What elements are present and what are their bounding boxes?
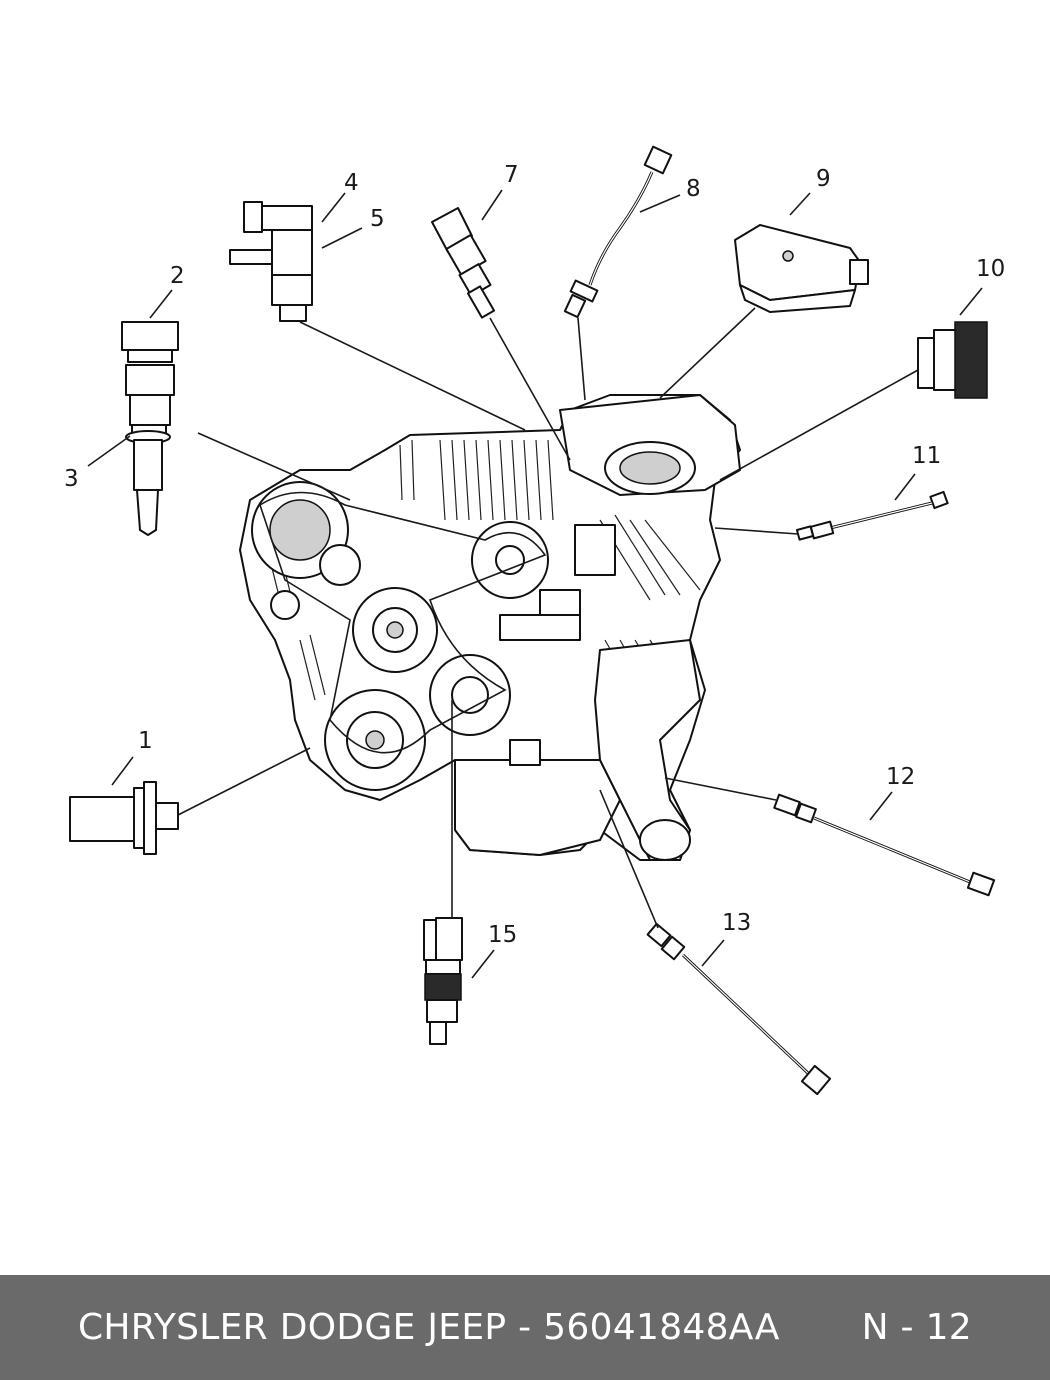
part-15-sensor: 15 bbox=[423, 700, 517, 1045]
engine-assembly bbox=[239, 394, 741, 861]
engine-sensors-diagram: 1 2 3 4 5 7 bbox=[64, 145, 1005, 1096]
callout-1: 1 bbox=[138, 728, 153, 754]
footer-title: CHRYSLER DODGE JEEP - 56041848AA bbox=[78, 1307, 780, 1348]
callout-4: 4 bbox=[344, 170, 359, 196]
part-8-sensor: 8 bbox=[563, 145, 701, 401]
callout-9: 9 bbox=[816, 166, 831, 192]
callout-10: 10 bbox=[976, 256, 1005, 282]
callout-3: 3 bbox=[64, 466, 79, 492]
callout-15: 15 bbox=[488, 922, 517, 948]
callout-2: 2 bbox=[170, 263, 185, 289]
part-11-sensor: 11 bbox=[714, 443, 949, 541]
footer-bar: CHRYSLER DODGE JEEP - 56041848AA N - 12 bbox=[0, 1275, 1050, 1380]
callout-12: 12 bbox=[886, 764, 915, 790]
part-12-sensor: 12 bbox=[664, 764, 996, 897]
part-7-sensor: 7 bbox=[431, 162, 571, 461]
part-2-3-sensor: 2 3 bbox=[64, 263, 351, 536]
callout-5: 5 bbox=[370, 206, 385, 232]
callout-8: 8 bbox=[686, 176, 701, 202]
part-10-sensor: 10 bbox=[719, 256, 1005, 481]
callout-11: 11 bbox=[912, 443, 941, 469]
callout-7: 7 bbox=[504, 162, 519, 188]
part-13-sensor: 13 bbox=[599, 789, 832, 1096]
part-9-module: 9 bbox=[659, 166, 869, 399]
footer-page-number: N - 12 bbox=[861, 1307, 972, 1348]
callout-13: 13 bbox=[722, 910, 751, 936]
part-1-sensor: 1 bbox=[69, 728, 311, 855]
part-4-5-sensor: 4 5 bbox=[229, 170, 526, 431]
